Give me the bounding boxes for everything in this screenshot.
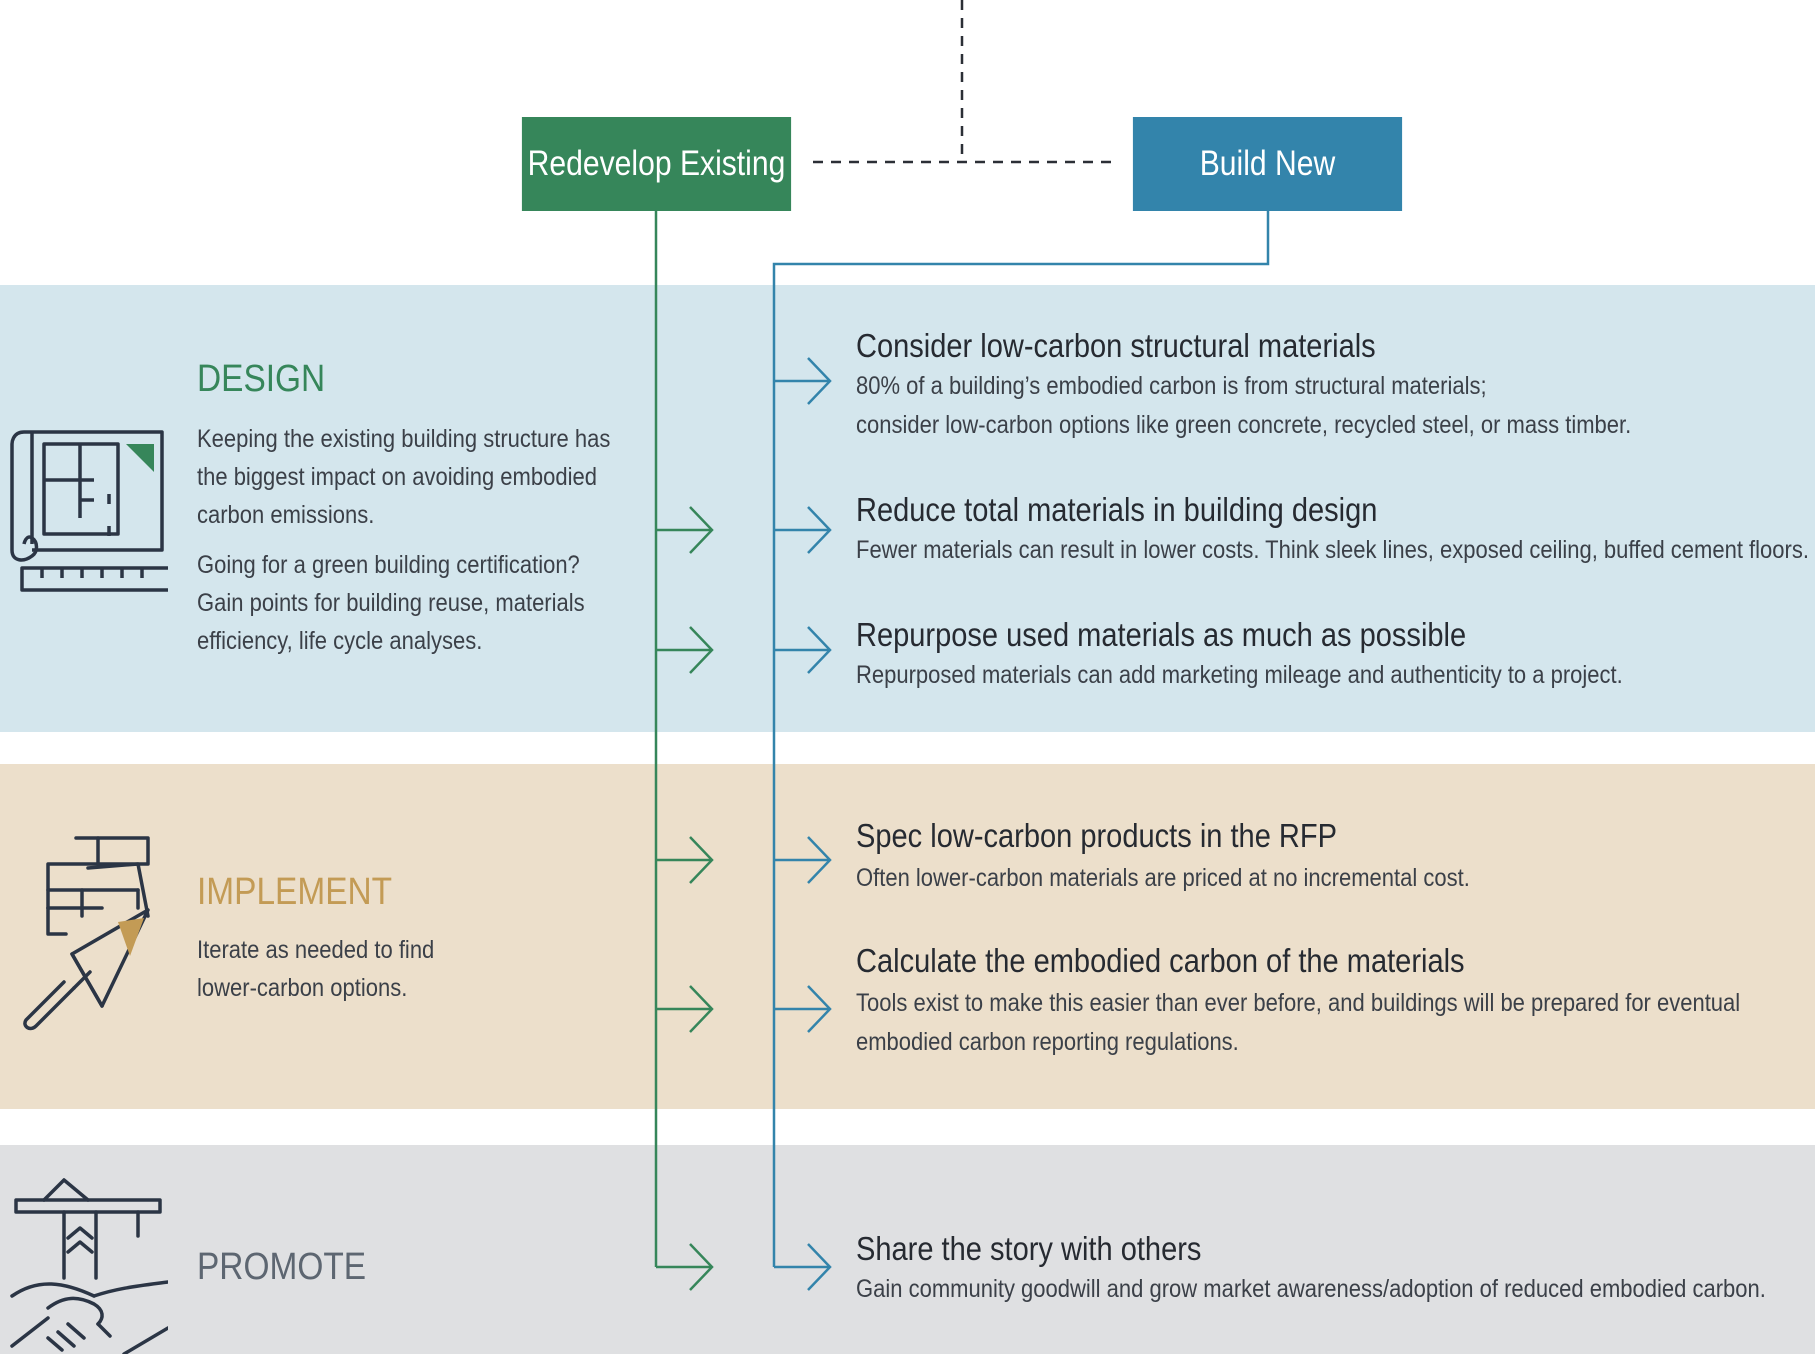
build-new-label: Build New [1199,144,1336,183]
trowel-accent [118,918,144,956]
step-title: Repurpose used materials as much as poss… [856,616,1467,653]
step-title: Spec low-carbon products in the RFP [856,817,1338,854]
design-line: efficiency, life cycle analyses. [197,627,483,655]
step-description: embodied carbon reporting regulations. [856,1028,1239,1056]
design-line: Gain points for building reuse, material… [197,589,585,617]
redevelop-existing-box: Redevelop Existing [521,117,792,211]
redevelop-arrows [656,506,714,1291]
step-description: 80% of a building’s embodied carbon is f… [856,372,1487,400]
build-new-box: Build New [1132,117,1403,211]
design-title: DESIGN [197,358,326,400]
design-line: the biggest impact on avoiding embodied [197,463,597,491]
step-title: Reduce total materials in building desig… [856,491,1378,528]
step-description: Gain community goodwill and grow market … [856,1275,1766,1303]
design-line: Keeping the existing building structure … [197,425,611,453]
step-description: Fewer materials can result in lower cost… [856,536,1809,564]
design-band [0,285,1815,732]
build-trunk [772,211,1270,1267]
step-title: Calculate the embodied carbon of the mat… [856,942,1465,979]
step-description: Tools exist to make this easier than eve… [856,989,1741,1017]
design-line: Going for a green building certification… [197,551,580,579]
blueprint-corner-marker [126,444,154,472]
step-description: Often lower-carbon materials are priced … [856,864,1470,892]
implement-line: lower-carbon options. [197,974,408,1002]
build-arrows [774,357,832,1291]
step-description: consider low-carbon options like green c… [856,411,1632,439]
redevelop-existing-label: Redevelop Existing [527,144,786,183]
step-title: Share the story with others [856,1230,1202,1267]
implement-line: Iterate as needed to find [197,936,435,964]
step-description: Repurposed materials can add marketing m… [856,661,1623,689]
blueprint-icon [10,430,168,592]
promote-title: PROMOTE [197,1246,367,1288]
implement-band [0,764,1815,1109]
design-line: carbon emissions. [197,501,375,529]
implement-title: IMPLEMENT [197,871,393,913]
step-title: Consider low-carbon structural materials [856,327,1376,364]
crane-handshake-icon [10,1178,168,1354]
promote-band [0,1145,1815,1354]
bricks-trowel-icon [23,836,150,1031]
